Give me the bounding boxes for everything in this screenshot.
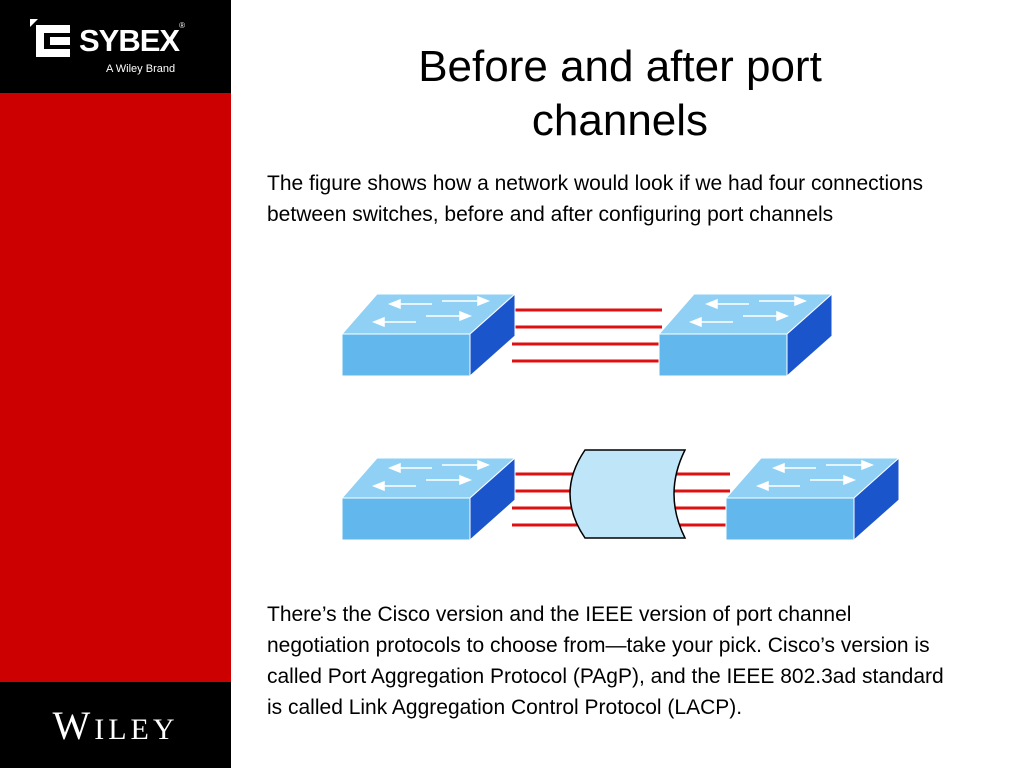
before-switch-right-icon [658, 293, 833, 377]
sidebar: SYBEX® A Wiley Brand WILEY [0, 0, 231, 768]
slide-title-line2: channels [531, 96, 709, 145]
before-diagram [341, 293, 833, 377]
slide-title-line1: Before and after port [418, 42, 822, 91]
after-switch-left-icon [341, 457, 516, 541]
sybex-logo-icon [30, 19, 70, 57]
protocols-paragraph: There’s the Cisco version and the IEEE v… [267, 603, 944, 719]
wiley-logo: WILEY [52, 703, 179, 748]
wiley-logo-block [0, 682, 231, 768]
brand-name: SYBEX® [79, 21, 185, 58]
after-switch-right-icon [725, 457, 900, 541]
slide-title: Before and after port channels [330, 40, 910, 148]
before-switch-left-icon [341, 293, 516, 377]
after-diagram [341, 449, 900, 541]
before-links [512, 308, 662, 363]
intro-paragraph: The figure shows how a network would loo… [267, 172, 924, 226]
brand-tagline: A Wiley Brand [106, 63, 176, 75]
sybex-logo-block: SYBEX® A Wiley Brand [0, 0, 231, 93]
port-channel-bundle-icon [569, 449, 687, 539]
port-channel-diagram [341, 293, 900, 541]
